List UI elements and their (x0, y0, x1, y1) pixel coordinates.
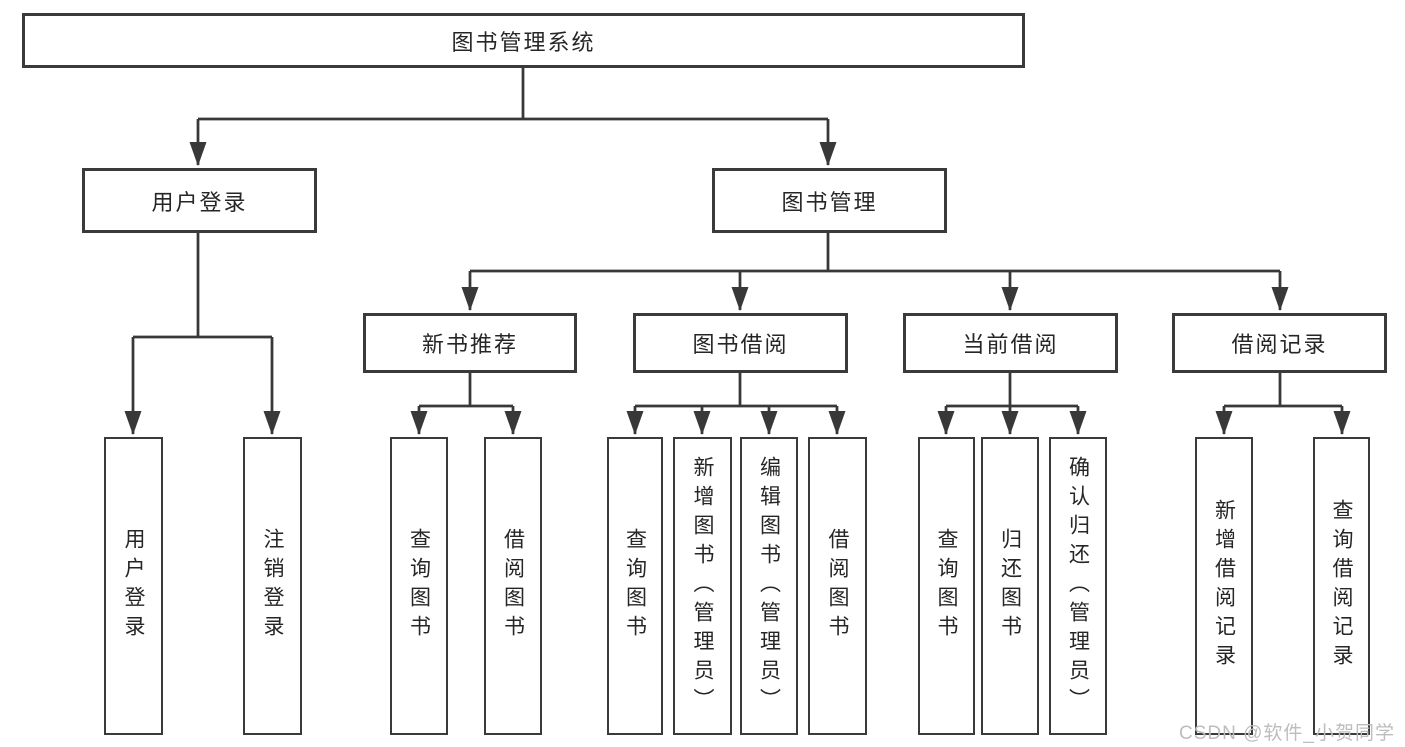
leaf-recommend-borrow-books-label: 借阅图书 (501, 528, 525, 644)
leaf-current-query-books: 查询图书 (918, 437, 975, 735)
node-borrowing-records: 借阅记录 (1172, 313, 1387, 373)
leaf-borrowing-add-books-label: 新增图书（管理员） (691, 455, 714, 717)
leaf-borrowing-edit-books: 编辑图书（管理员） (740, 437, 798, 735)
leaf-borrowing-borrow-books: 借阅图书 (808, 437, 867, 735)
leaf-current-confirm-return: 确认归还（管理员） (1049, 437, 1107, 735)
leaf-borrowing-query-books: 查询图书 (607, 437, 663, 735)
node-book-management: 图书管理 (712, 168, 947, 233)
leaf-recommend-borrow-books: 借阅图书 (484, 437, 542, 735)
leaf-records-query-record-label: 查询借阅记录 (1330, 499, 1353, 673)
leaf-records-query-record: 查询借阅记录 (1313, 437, 1370, 735)
node-new-book-recommend: 新书推荐 (363, 313, 577, 373)
node-current-borrowing-label: 当前借阅 (962, 332, 1059, 357)
leaf-borrowing-query-books-label: 查询图书 (623, 528, 647, 644)
node-user-login-group: 用户登录 (82, 168, 317, 233)
node-root-label: 图书管理系统 (451, 29, 596, 55)
csdn-watermark: CSDN @软件_小贺同学 (1179, 723, 1395, 744)
leaf-current-confirm-return-label: 确认归还（管理员） (1066, 455, 1090, 717)
leaf-borrowing-borrow-books-label: 借阅图书 (826, 528, 849, 644)
node-user-login-group-label: 用户登录 (151, 189, 248, 215)
leaf-logout: 注销登录 (243, 437, 302, 735)
leaf-current-query-books-label: 查询图书 (935, 528, 958, 644)
node-book-borrowing-label: 图书借阅 (692, 332, 789, 357)
node-new-book-recommend-label: 新书推荐 (421, 332, 518, 357)
node-root: 图书管理系统 (22, 13, 1025, 68)
node-book-borrowing: 图书借阅 (633, 313, 848, 373)
leaf-records-add-record-label: 新增借阅记录 (1212, 499, 1236, 673)
leaf-records-add-record: 新增借阅记录 (1195, 437, 1253, 735)
node-borrowing-records-label: 借阅记录 (1231, 332, 1328, 357)
node-current-borrowing: 当前借阅 (903, 313, 1118, 373)
leaf-user-login: 用户登录 (104, 437, 163, 735)
leaf-current-return-books: 归还图书 (981, 437, 1039, 735)
leaf-current-return-books-label: 归还图书 (998, 528, 1022, 644)
leaf-user-login-label: 用户登录 (122, 528, 145, 644)
leaf-borrowing-add-books: 新增图书（管理员） (673, 437, 732, 735)
leaf-borrowing-edit-books-label: 编辑图书（管理员） (757, 455, 781, 717)
leaf-recommend-query-books: 查询图书 (390, 437, 448, 735)
leaf-logout-label: 注销登录 (261, 528, 284, 644)
node-book-management-label: 图书管理 (781, 189, 878, 215)
leaf-recommend-query-books-label: 查询图书 (407, 528, 431, 644)
